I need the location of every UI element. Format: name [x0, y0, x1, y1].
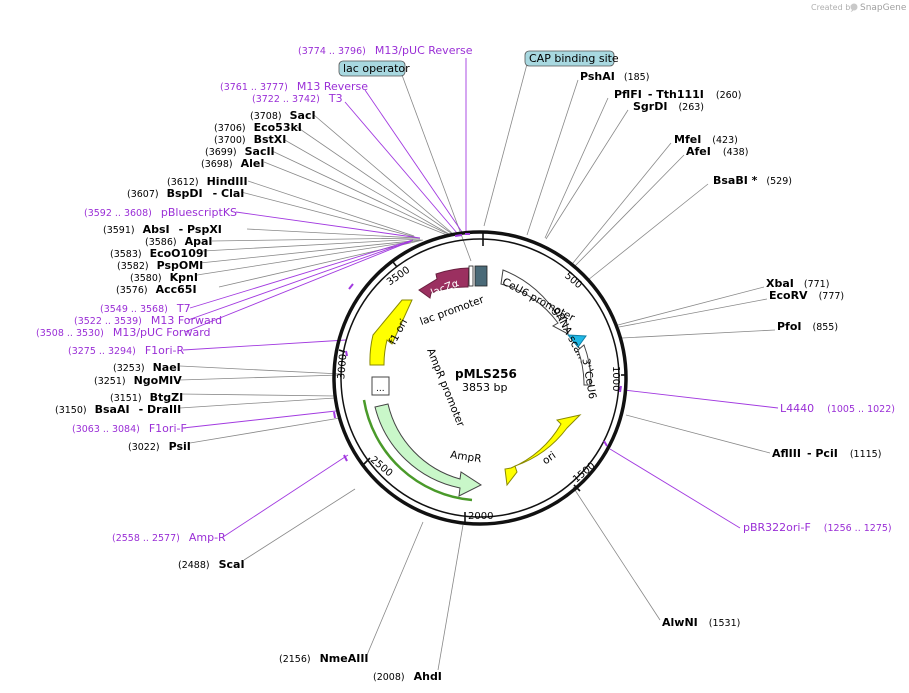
site-alwni[interactable]: AlwNI(1531) [662, 616, 740, 629]
feature-lac-operator-block [474, 265, 488, 287]
tick-label-3000: 3000 [336, 353, 349, 379]
site-pflfi[interactable]: PflFI- Tth111I(260) [614, 88, 741, 101]
feature-3-ceu6 [577, 344, 592, 386]
primer-m13-puc-forward[interactable]: (3508 .. 3530)M13/pUC Forward [36, 326, 211, 339]
feature-ceu6-promoter [500, 269, 569, 335]
sites-left: (2008)AhdI (2156)NmeAIII (2488)ScaI (302… [55, 109, 442, 683]
site-saci[interactable]: (3708)SacI [250, 109, 316, 122]
primer-leader-lines [182, 58, 779, 538]
plasmid-name: pMLS256 [455, 367, 517, 381]
feature-3-ceu6-label: 3' CeU6 [579, 357, 598, 400]
feature-lac-promoter-label: lac promoter [418, 293, 486, 327]
feature-grna-scaffold [566, 334, 587, 348]
primer-pbluescriptks[interactable]: (3592 .. 3608)pBluescriptKS [84, 206, 237, 219]
site-afliii[interactable]: AflIII- PciI(1115) [772, 447, 881, 460]
primer-amp-r[interactable]: (2558 .. 2577)Amp-R [112, 531, 226, 544]
cap-binding-site-label: CAP binding site [529, 52, 619, 65]
site-pshai[interactable]: PshAI(185) [580, 70, 649, 83]
plasmid-size: 3853 bp [462, 381, 507, 394]
site-pfoi[interactable]: PfoI(855) [777, 320, 838, 333]
site-eco53ki[interactable]: (3706)Eco53kI [214, 121, 302, 134]
feature-ampr [374, 403, 483, 497]
tick-label-1000: 1000 [610, 366, 621, 391]
site-xbai[interactable]: XbaI(771) [766, 277, 829, 290]
primer-t7[interactable]: (3549 .. 3568)T7 [100, 302, 191, 315]
primer-l4440[interactable]: L4440(1005 .. 1022) [780, 402, 895, 415]
site-sgrdi[interactable]: SgrDI(263) [633, 100, 704, 113]
credit-brand: SnapGene [860, 3, 907, 13]
site-alei[interactable]: (3698)AleI [201, 157, 264, 170]
site-psii[interactable]: (3022)PsiI [128, 440, 191, 453]
feature-lac-promoter-block [468, 265, 474, 287]
site-bsabi[interactable]: BsaBI *(529) [713, 174, 792, 187]
feature-ampr-promoter [371, 376, 390, 396]
leader-lines [179, 63, 776, 671]
site-pspomi[interactable]: (3582)PspOMI [117, 259, 203, 272]
sites-right: PshAI(185) PflFI- Tth111I(260) SgrDI(263… [580, 70, 881, 629]
feature-ampr-primer-track [362, 399, 473, 502]
site-nmeaiii[interactable]: (2156)NmeAIII [279, 652, 369, 665]
site-bstxi[interactable]: (3700)BstXI [214, 133, 286, 146]
feature-f1-ori [369, 299, 413, 366]
lac-operator-box[interactable]: lac operator [338, 60, 410, 77]
primer-m13-reverse[interactable]: (3761 .. 3777)M13 Reverse [220, 80, 368, 93]
site-mfei[interactable]: MfeI(423) [674, 133, 738, 146]
site-sacii[interactable]: (3699)SacII [205, 145, 275, 158]
site-naei[interactable]: (3253)NaeI [113, 361, 181, 374]
site-ahdi[interactable]: (2008)AhdI [373, 670, 442, 683]
site-bsaai[interactable]: (3150)BsaAI- DraIII [55, 403, 181, 416]
site-ngomiv[interactable]: (3251)NgoMIV [94, 374, 182, 387]
site-absi[interactable]: (3591)AbsI- PspXI [103, 223, 222, 236]
feature-ampr-promoter-label: AmpR promoter [424, 347, 467, 429]
backbone-inner-strand [340, 238, 620, 518]
site-ecorv[interactable]: EcoRV(777) [769, 289, 844, 302]
site-afei[interactable]: AfeI(438) [686, 145, 748, 158]
feature-ampr-promoter-ellipsis: ... [376, 384, 385, 394]
feature-ampr-label: AmpR [449, 449, 482, 465]
lac-operator-label: lac operator [343, 62, 410, 75]
primer-t3[interactable]: (3722 .. 3742)T3 [252, 92, 343, 105]
primer-labels: (3774 .. 3796)M13/pUC Reverse (3761 .. 3… [36, 44, 895, 544]
tick-label-3500: 3500 [385, 265, 412, 289]
tick-label-2000: 2000 [468, 511, 493, 522]
snapgene-logo-icon [850, 3, 858, 11]
cap-binding-site-box[interactable]: CAP binding site [524, 50, 619, 67]
feature-ori [504, 414, 582, 487]
site-bspdi[interactable]: (3607)BspDI- ClaI [127, 187, 244, 200]
site-acc65i[interactable]: (3576)Acc65I [116, 283, 197, 296]
site-apai[interactable]: (3586)ApaI [145, 235, 213, 248]
feature-lacz-alpha [418, 267, 470, 299]
primer-marks [333, 233, 622, 462]
primer-m13-puc-reverse[interactable]: (3774 .. 3796)M13/pUC Reverse [298, 44, 473, 57]
site-ecoo109i[interactable]: (3583)EcoO109I [110, 247, 208, 260]
backbone-outer-strand [332, 230, 628, 526]
primer-f1ori-f[interactable]: (3063 .. 3084)F1ori-F [72, 422, 187, 435]
credit-prefix: Created by [811, 3, 855, 12]
site-btgzi[interactable]: (3151)BtgZI [110, 391, 183, 404]
site-hindiii[interactable]: (3612)HindIII [167, 175, 248, 188]
site-kpni[interactable]: (3580)KpnI [130, 271, 198, 284]
site-scai[interactable]: (2488)ScaI [178, 558, 245, 571]
snapgene-credit: Created by SnapGene [811, 3, 907, 13]
ticks [338, 231, 627, 525]
primer-f1ori-r[interactable]: (3275 .. 3294)F1ori-R [68, 344, 184, 357]
primer-pbr322ori-f[interactable]: pBR322ori-F(1256 .. 1275) [743, 521, 892, 534]
primer-m13-forward[interactable]: (3522 .. 3539)M13 Forward [74, 314, 222, 327]
